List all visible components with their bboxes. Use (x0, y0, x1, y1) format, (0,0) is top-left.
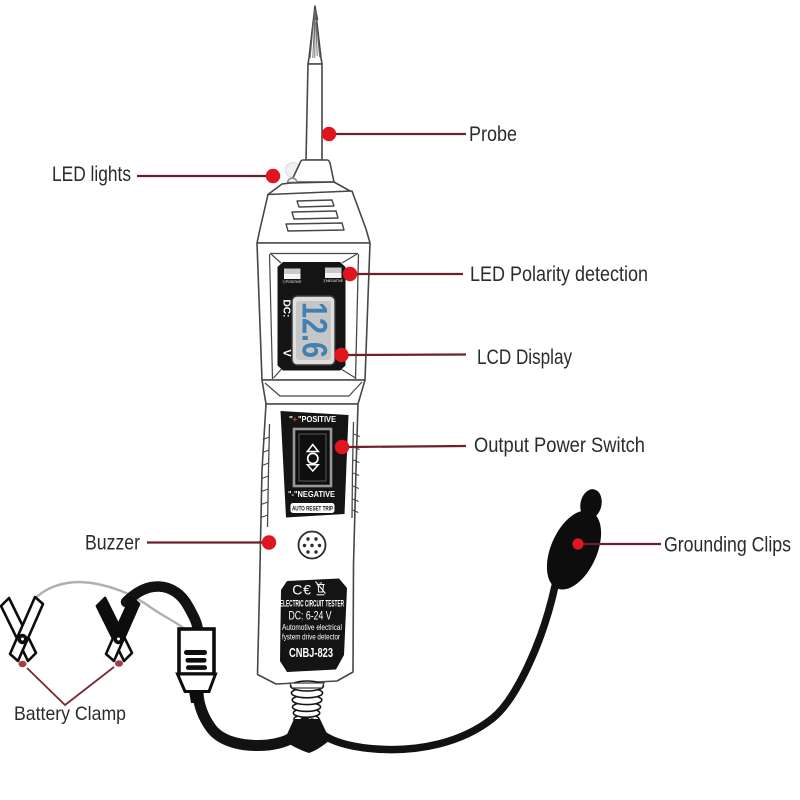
svg-text:Automotive electrical: Automotive electrical (282, 623, 342, 632)
svg-text:Probe: Probe (469, 123, 517, 146)
svg-text:Battery Clamp: Battery Clamp (14, 703, 126, 725)
svg-text:LED lights: LED lights (52, 163, 131, 186)
svg-text:LED Polarity detection: LED Polarity detection (470, 263, 648, 286)
svg-text:fystem drive detector: fystem drive detector (282, 633, 340, 642)
svg-text:CNBJ-823: CNBJ-823 (289, 645, 333, 660)
svg-text:C€: C€ (292, 582, 312, 598)
svg-text:Output Power Switch: Output Power Switch (474, 434, 645, 457)
svg-text:"POSITIVE: "POSITIVE (298, 415, 336, 424)
svg-text:ⓒNEGATIVE: ⓒNEGATIVE (323, 278, 344, 283)
svg-text:Grounding Clips: Grounding Clips (664, 534, 791, 557)
svg-text:ELECTRIC CIRCUIT TESTER: ELECTRIC CIRCUIT TESTER (280, 599, 344, 609)
svg-text:LCD Display: LCD Display (477, 346, 572, 369)
svg-text:+: + (293, 415, 298, 424)
svg-text:ⓒPOSITIVE: ⓒPOSITIVE (282, 279, 302, 284)
svg-text:V: V (281, 349, 293, 357)
svg-text:": " (289, 415, 293, 424)
svg-text:"-"NEGATIVE: "-"NEGATIVE (288, 490, 335, 499)
svg-text:DC: 6-24 V: DC: 6-24 V (289, 611, 332, 623)
svg-text:AUTO RESET TRIP: AUTO RESET TRIP (292, 506, 333, 513)
svg-text:12.6: 12.6 (295, 302, 334, 358)
svg-text:Buzzer: Buzzer (85, 532, 140, 555)
svg-text:DC:: DC: (281, 300, 293, 318)
